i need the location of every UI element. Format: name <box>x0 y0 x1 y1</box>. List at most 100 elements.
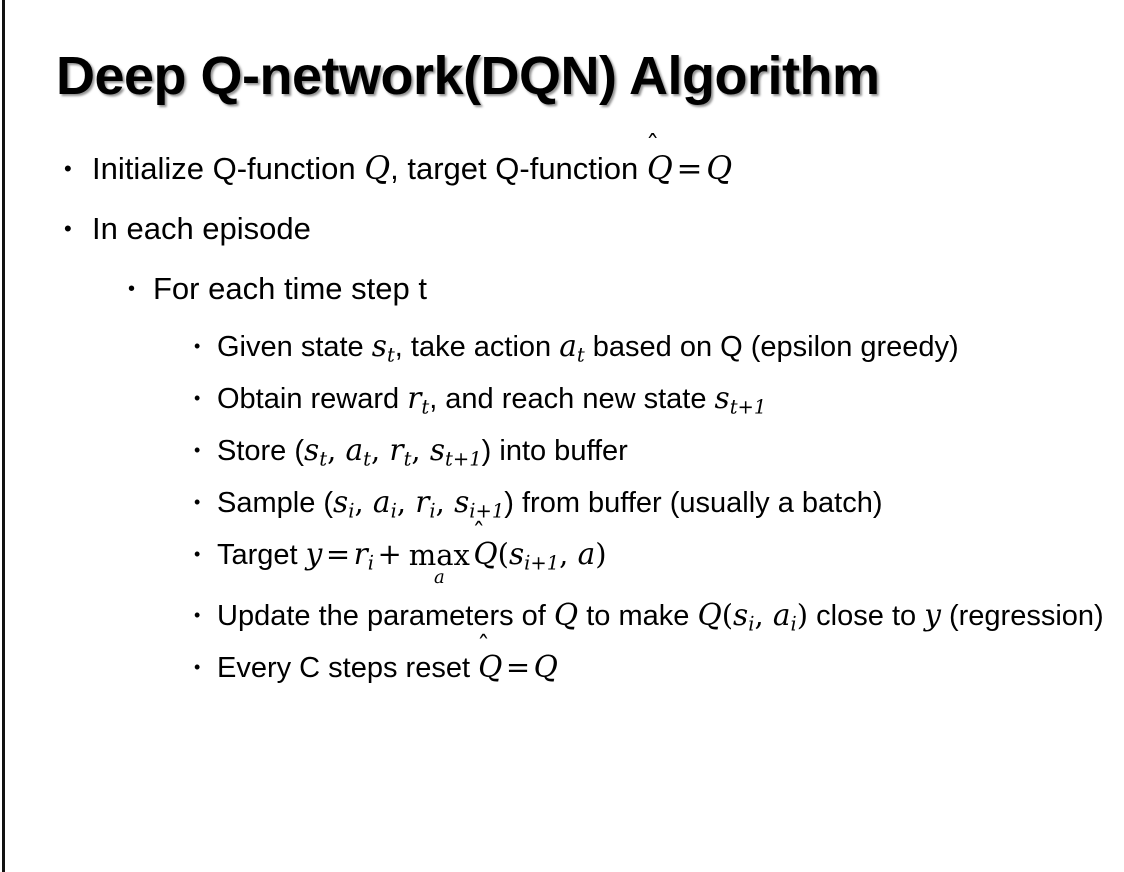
math-paren-close: ) <box>796 597 809 632</box>
math-glyph: s <box>508 537 525 571</box>
text-fragment: Sample ( <box>217 487 334 519</box>
bullet-text: Update the parameters of Q to make Q(si,… <box>217 593 1107 638</box>
text-fragment: Update the parameters of <box>217 599 554 632</box>
bullet-glyph: • <box>194 336 201 356</box>
math-comma: , <box>327 433 346 467</box>
math-glyph: a <box>772 597 791 632</box>
text-fragment: Every C steps reset <box>217 651 479 684</box>
math-var-q-hat: ̂Q <box>647 146 673 192</box>
bullet-target-equation: • Target y=ri+maxâQ(si+1, a) <box>0 532 1124 587</box>
math-var-y: y <box>924 597 941 632</box>
math-var-q-hat: ̂Q <box>473 532 497 576</box>
math-var-q: Q <box>553 597 579 632</box>
bullet-glyph: • <box>64 156 72 181</box>
text-fragment: Initialize Q-function <box>92 151 365 186</box>
math-comma: , <box>396 485 416 519</box>
math-equals: = <box>325 537 351 571</box>
math-equals: = <box>505 649 531 684</box>
math-var-a: a <box>577 537 596 571</box>
bullet-for-each-time-step: • For each time step t <box>0 266 1124 312</box>
math-var-r: rt <box>389 433 412 471</box>
bullet-glyph: • <box>128 278 136 300</box>
math-equals: = <box>676 151 703 187</box>
page-title: Deep Q-network(DQN) Algorithm <box>56 46 880 106</box>
math-var-s-next: st+1 <box>429 433 482 471</box>
math-paren-open: ( <box>497 537 509 571</box>
bullet-store-into-buffer: • Store (st, at, rt, st+1) into buffer <box>0 428 1124 473</box>
math-glyph: r <box>415 485 430 519</box>
math-glyph: r <box>389 433 404 467</box>
math-max-subscript: a <box>433 567 445 589</box>
text-fragment: Obtain reward <box>217 383 408 415</box>
math-subscript: t+1 <box>445 447 482 471</box>
math-comma: , <box>435 485 455 519</box>
math-glyph: a <box>372 485 391 519</box>
math-subscript: t <box>319 447 328 471</box>
math-glyph: s <box>733 597 749 632</box>
bullet-text: Sample (si, ai, ri, si+1) from buffer (u… <box>217 480 1107 525</box>
math-subscript: i+1 <box>469 499 505 523</box>
math-var-q2: Q <box>706 151 733 187</box>
math-var-s: st <box>371 329 395 367</box>
bullet-update-parameters: • Update the parameters of Q to make Q(s… <box>0 593 1124 638</box>
text-fragment: , take action <box>394 331 560 363</box>
text-fragment: close to <box>808 599 925 632</box>
math-glyph: s <box>304 433 320 467</box>
math-subscript: i <box>429 499 436 523</box>
math-var-s: si <box>733 597 755 636</box>
math-var-q-hat: ̂Q <box>478 645 502 689</box>
math-subscript: i <box>790 612 797 636</box>
math-var-r: ri <box>415 485 436 523</box>
math-var-a: at <box>559 329 584 365</box>
bullet-text: Obtain reward rt, and reach new state st… <box>217 376 1107 421</box>
bullet-every-c-steps-reset: • Every C steps reset ̂Q=Q <box>0 645 1124 690</box>
bullet-glyph: • <box>64 216 72 241</box>
bullet-initialize-q: • Initialize Q-function Q, target Q-func… <box>0 146 1124 192</box>
bullet-glyph: • <box>194 440 201 460</box>
math-var-s-next: si+1 <box>508 537 559 573</box>
bullet-glyph: • <box>194 604 201 625</box>
math-var-s-next: si+1 <box>454 485 505 523</box>
math-glyph: s <box>714 381 730 415</box>
math-glyph: Q <box>473 537 498 571</box>
math-var-s-next: st+1 <box>714 381 767 417</box>
math-comma: , <box>559 537 578 571</box>
math-subscript: i <box>748 612 755 636</box>
math-subscript: t <box>386 343 395 367</box>
bullet-obtain-reward: • Obtain reward rt, and reach new state … <box>0 376 1124 421</box>
math-var-r: rt <box>407 381 429 417</box>
math-var-r: ri <box>353 537 375 575</box>
bullet-text: For each time step t <box>153 271 427 306</box>
math-glyph: r <box>353 537 368 571</box>
text-fragment: , and reach new state <box>429 383 715 415</box>
math-subscript: i <box>367 551 375 575</box>
math-subscript: t <box>363 447 371 471</box>
bullet-text: Given state st, take action at based on … <box>217 324 1107 369</box>
math-plus: + <box>377 537 402 571</box>
bullet-given-state-take-action: • Given state st, take action at based o… <box>0 324 1124 369</box>
math-glyph: Q <box>478 649 503 684</box>
bullet-in-each-episode: • In each episode <box>0 206 1124 252</box>
bullet-text: Initialize Q-function Q, target Q-functi… <box>92 146 1072 192</box>
math-subscript: t <box>403 447 412 471</box>
math-glyph: a <box>345 433 364 467</box>
math-var-y: y <box>305 537 323 571</box>
text-fragment: ) from buffer (usually a batch) <box>504 487 883 519</box>
bullet-text: Every C steps reset ̂Q=Q <box>217 645 1107 690</box>
math-glyph: a <box>559 329 577 363</box>
text-fragment: ) into buffer <box>481 435 628 467</box>
bullet-glyph: • <box>194 544 201 564</box>
bullet-sample-from-buffer: • Sample (si, ai, ri, si+1) from buffer … <box>0 480 1124 525</box>
math-glyph: s <box>333 485 349 519</box>
math-var-a: at <box>345 433 371 471</box>
bullet-glyph: • <box>194 388 201 408</box>
left-edge-rule <box>2 0 5 872</box>
bullet-glyph: • <box>194 492 201 512</box>
math-var-a: ai <box>772 597 797 636</box>
math-glyph: s <box>429 433 446 467</box>
math-var-s: si <box>333 485 354 521</box>
text-fragment: Given state <box>217 331 372 363</box>
math-glyph: s <box>371 329 387 363</box>
